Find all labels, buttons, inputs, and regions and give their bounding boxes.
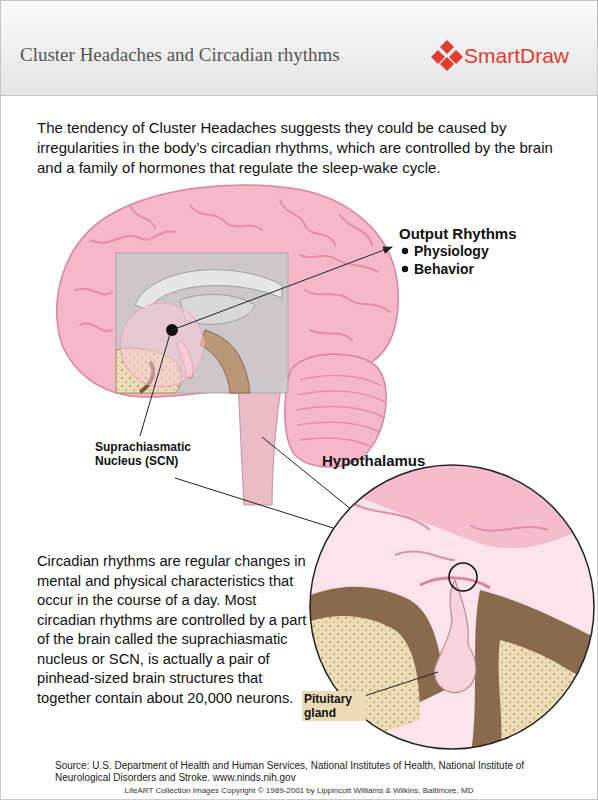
output-item: Physiology <box>414 243 489 259</box>
bullet <box>402 266 408 272</box>
part-label: Hypothalamus <box>322 452 425 469</box>
scn-marker <box>449 563 477 591</box>
part-label: Pituitary gland <box>302 691 366 721</box>
output-item: Behavior <box>414 261 474 277</box>
scn-leader <box>140 334 170 436</box>
part-label: Suprachiasmatic Nucleus (SCN) <box>95 440 213 468</box>
output-arrow <box>172 247 392 330</box>
title: Cluster Headaches and Circadian rhythms <box>20 44 420 66</box>
zoom-inset <box>300 460 598 760</box>
output-heading: Output Rhythms <box>399 225 517 242</box>
logo-text: SmartDraw <box>464 44 569 68</box>
body-text: Circadian rhythms are regular changes in… <box>37 552 309 708</box>
bullet <box>402 248 408 254</box>
header-band <box>1 1 598 96</box>
copyright-note: LifeART Collection Images Copyright © 19… <box>0 786 598 795</box>
logo-icon <box>431 40 463 71</box>
source-note: Source: U.S. Department of Health and Hu… <box>55 760 555 784</box>
intro-text: The tendency of Cluster Headaches sugges… <box>37 118 565 178</box>
